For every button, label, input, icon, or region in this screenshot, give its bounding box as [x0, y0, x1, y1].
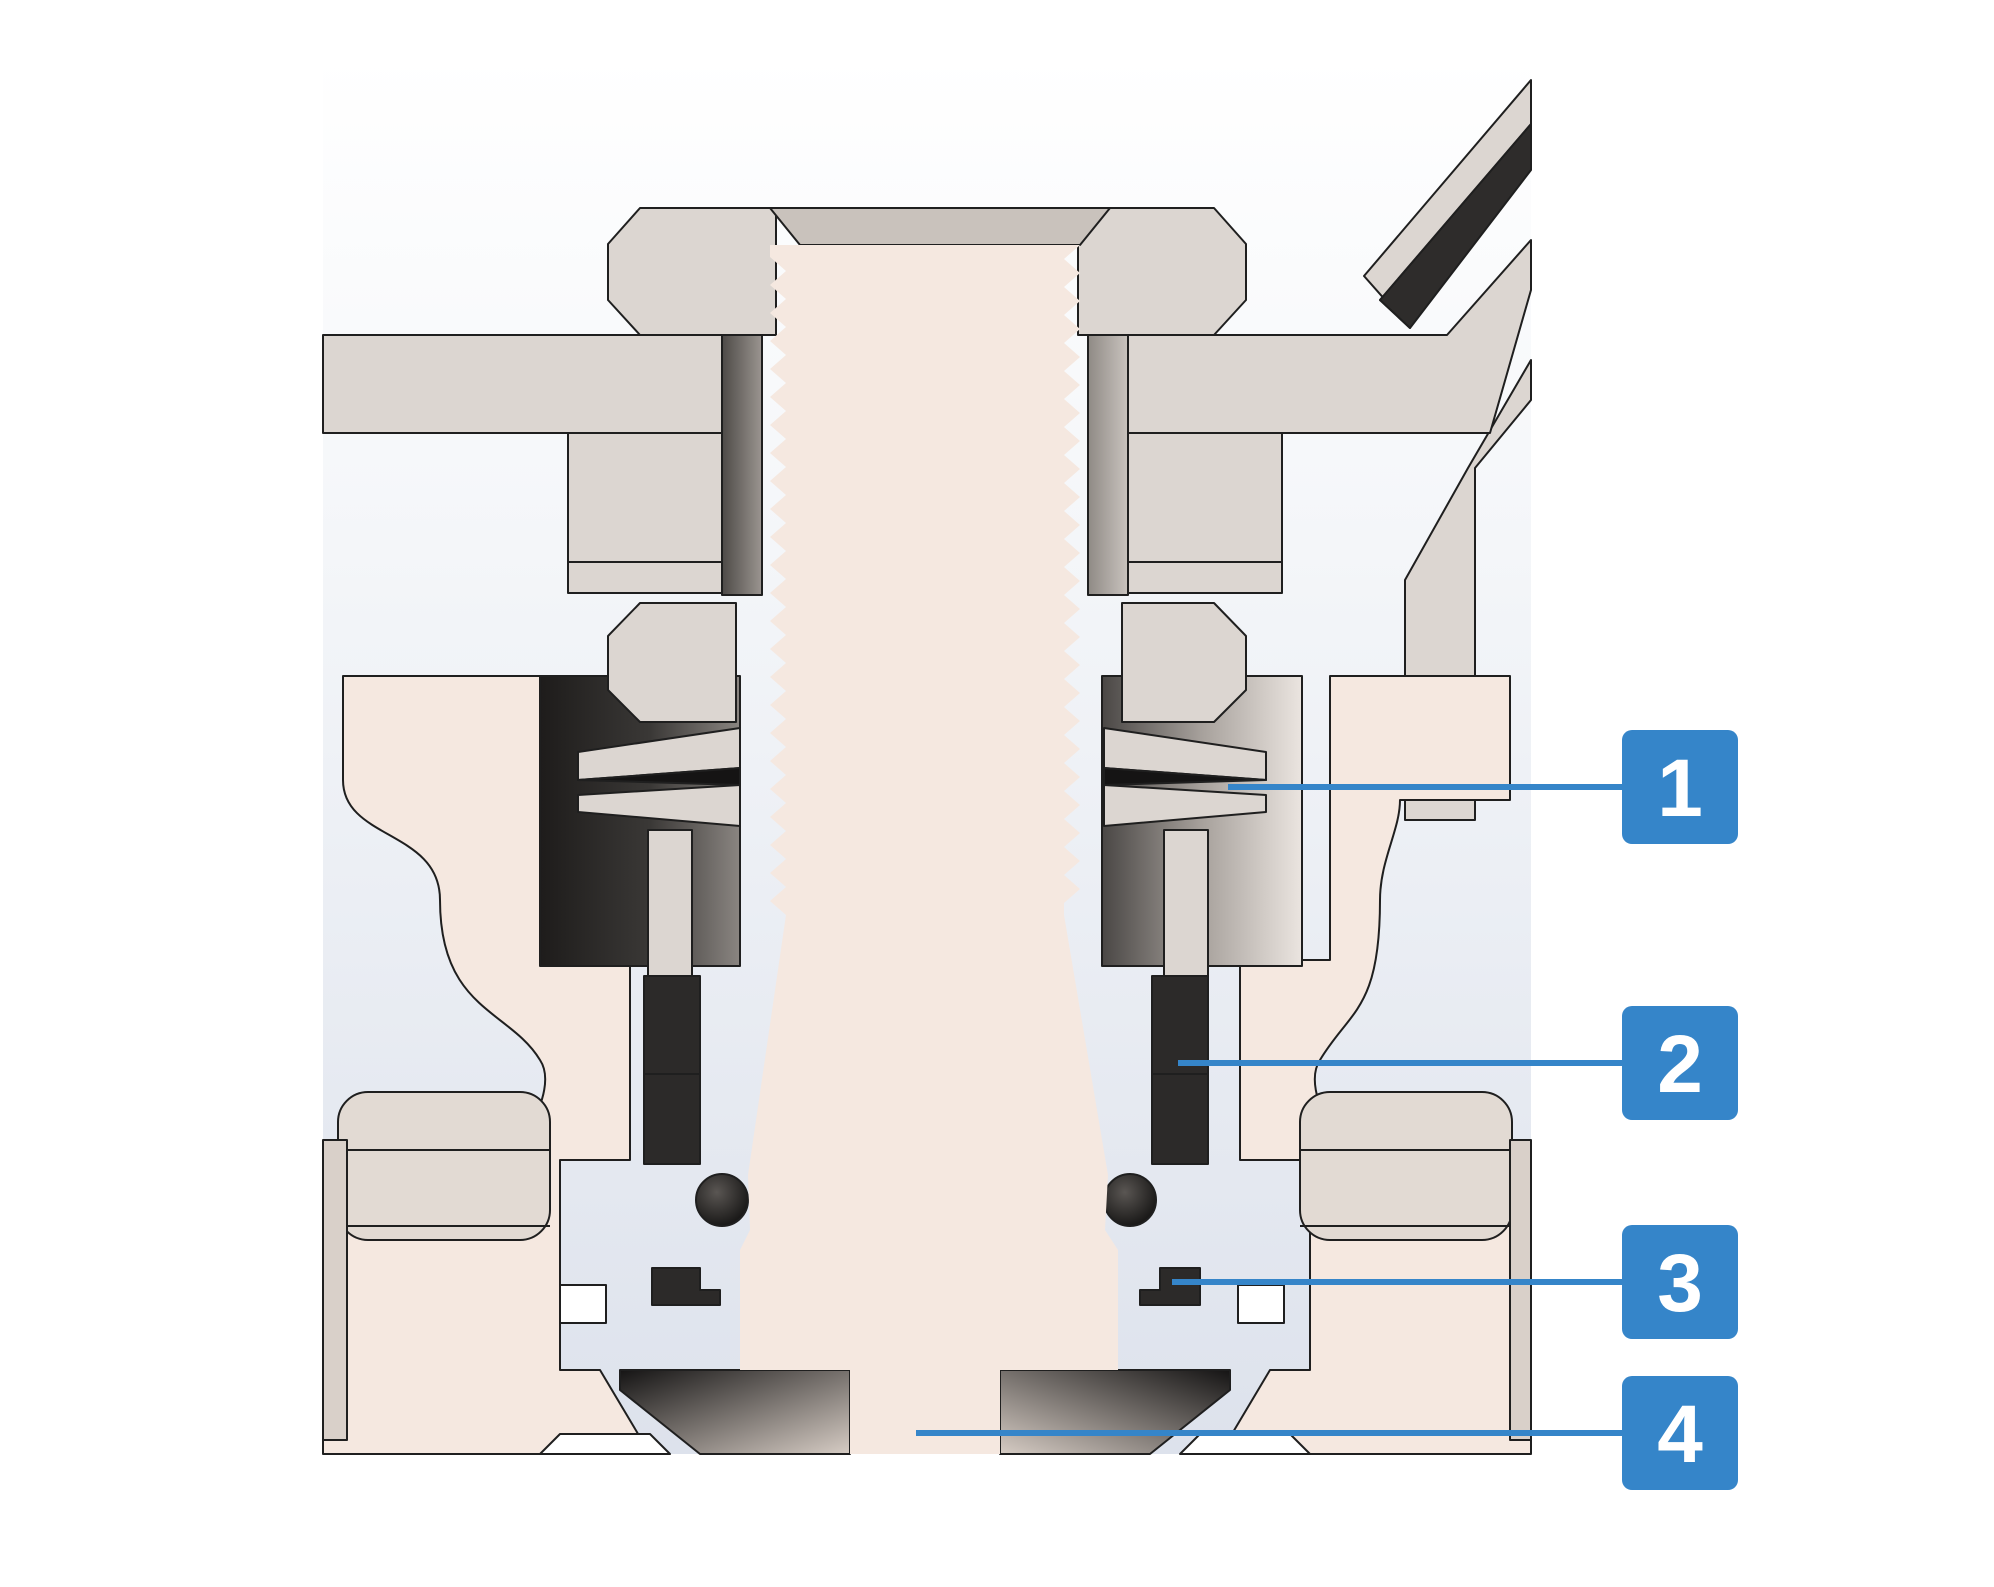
- body-port-right: [1237, 1284, 1285, 1324]
- callout-1-number: 1: [1657, 743, 1703, 834]
- body-port-left: [559, 1284, 607, 1324]
- gland-nut-right: [1121, 602, 1247, 723]
- top-nut-left: [607, 207, 777, 336]
- stem: [740, 245, 1118, 1454]
- o-ring-right: [1103, 1173, 1157, 1227]
- top-nut-chamfer: [769, 207, 1111, 246]
- disc-spring-right: [1103, 727, 1267, 827]
- stop-sleeve-left: [567, 432, 729, 594]
- disc-spring-left: [577, 727, 741, 827]
- callout-4-number: 4: [1657, 1389, 1703, 1480]
- top-nut-right: [1077, 207, 1247, 336]
- thrust-washer-right: [1139, 1267, 1201, 1306]
- packing-rings-left: [643, 975, 701, 1165]
- gland-follower-left: [647, 829, 693, 977]
- callout-4-badge: 4: [1622, 1376, 1738, 1490]
- body-bolt-left: [322, 1091, 551, 1441]
- body-bolt-right: [1299, 1091, 1532, 1441]
- callout-3-number: 3: [1657, 1238, 1703, 1329]
- o-ring-left: [695, 1173, 749, 1227]
- callout-3-badge: 3: [1622, 1225, 1738, 1339]
- handle-plate-left: [322, 334, 724, 434]
- thread-band-left: [721, 334, 763, 596]
- stop-sleeve-right: [1121, 432, 1283, 594]
- gland-nut-left: [607, 602, 737, 723]
- packing-rings-right: [1151, 975, 1209, 1165]
- ball-seat-left: [539, 1433, 671, 1455]
- ball-seat-right: [1179, 1433, 1311, 1455]
- valve-cross-section: [322, 79, 1532, 1455]
- callout-2-number: 2: [1657, 1019, 1703, 1110]
- callout-2-badge: 2: [1622, 1006, 1738, 1120]
- callout-layer: 1 2 3 4: [916, 730, 1738, 1490]
- thread-band-right: [1087, 334, 1129, 596]
- gland-follower-right: [1163, 829, 1209, 977]
- thrust-washer-left: [651, 1267, 721, 1306]
- callout-1-badge: 1: [1622, 730, 1738, 844]
